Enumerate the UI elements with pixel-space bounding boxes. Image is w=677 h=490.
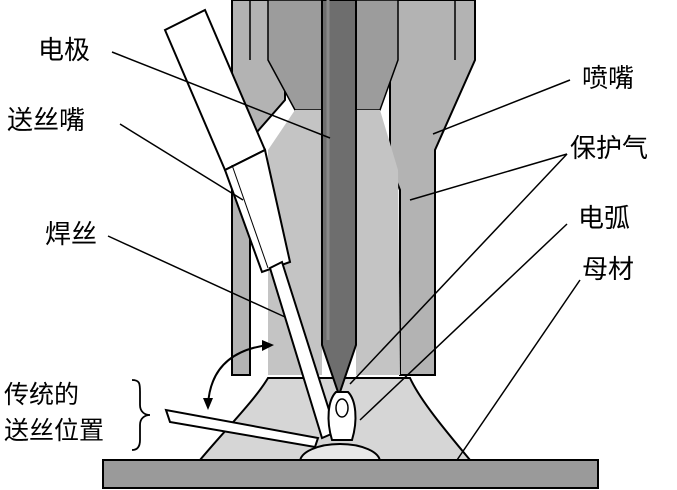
label-traditional-line2: 送丝位置 <box>4 416 105 445</box>
label-shield-gas: 保护气 <box>570 134 649 164</box>
label-electrode: 电极 <box>38 36 91 66</box>
arrowhead <box>262 340 274 351</box>
label-wire: 焊丝 <box>45 220 98 250</box>
feed-angle-arrow <box>207 344 269 406</box>
label-arc: 电弧 <box>578 204 631 234</box>
label-traditional-line1: 传统的 <box>4 380 80 409</box>
label-base-metal: 母材 <box>582 255 635 285</box>
tungsten-electrode <box>321 0 357 399</box>
label-brace <box>131 379 151 451</box>
wire-feed-nozzle <box>163 8 292 274</box>
gas-channel <box>356 110 400 375</box>
base-metal-plate <box>102 459 599 489</box>
label-nozzle: 喷嘴 <box>582 64 635 94</box>
label-feed-nozzle: 送丝嘴 <box>7 106 86 136</box>
arc-core <box>335 398 349 418</box>
arrowhead <box>203 398 213 410</box>
leader-lines <box>107 51 581 461</box>
